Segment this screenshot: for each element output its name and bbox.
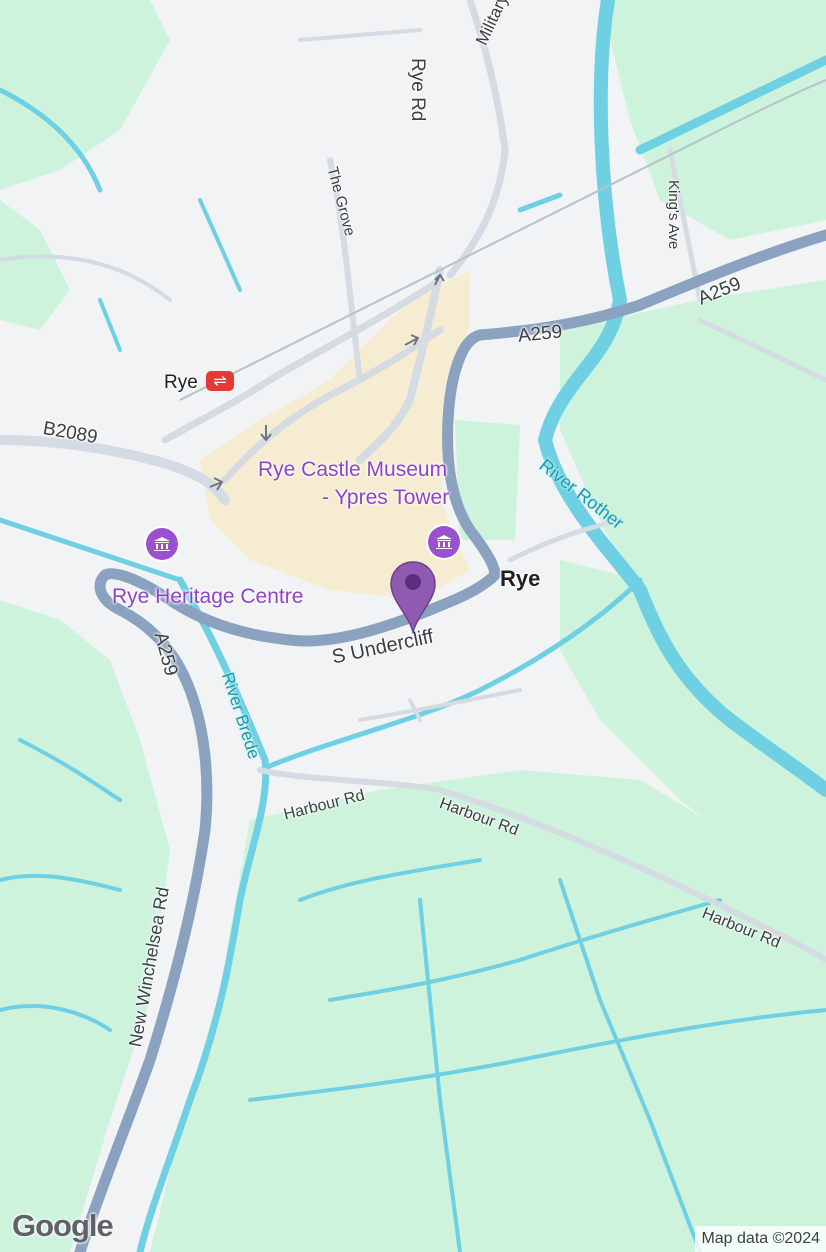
pin-shape xyxy=(390,561,436,635)
railway xyxy=(179,79,826,401)
museum-glyph xyxy=(436,535,452,549)
rail-station-icon[interactable]: ⇌ xyxy=(206,371,234,391)
museum-glyph xyxy=(154,537,170,551)
road-label-kings-ave: King's Ave xyxy=(665,180,682,250)
map-attribution[interactable]: Map data ©2024 xyxy=(695,1226,826,1252)
google-logo: Google xyxy=(12,1208,114,1243)
station-label-rye[interactable]: Rye xyxy=(164,372,198,393)
museum-icon[interactable] xyxy=(428,526,460,558)
road-label-rye-rd: Rye Rd xyxy=(407,58,428,122)
museum-icon[interactable] xyxy=(146,528,178,560)
oneway-arrows xyxy=(209,273,445,491)
road-label-a259-east-2: A259 xyxy=(517,321,564,347)
town-label-rye[interactable]: Rye xyxy=(500,566,541,591)
minor-roads xyxy=(0,0,826,963)
poi-label-heritage-centre[interactable]: Rye Heritage Centre xyxy=(112,585,304,608)
map-pin-icon[interactable] xyxy=(388,560,438,639)
poi-label-castle-museum[interactable]: Rye Castle Museum xyxy=(258,458,448,481)
major-roads xyxy=(74,229,826,1252)
poi-label-ypres-tower[interactable]: - Ypres Tower xyxy=(322,486,450,509)
